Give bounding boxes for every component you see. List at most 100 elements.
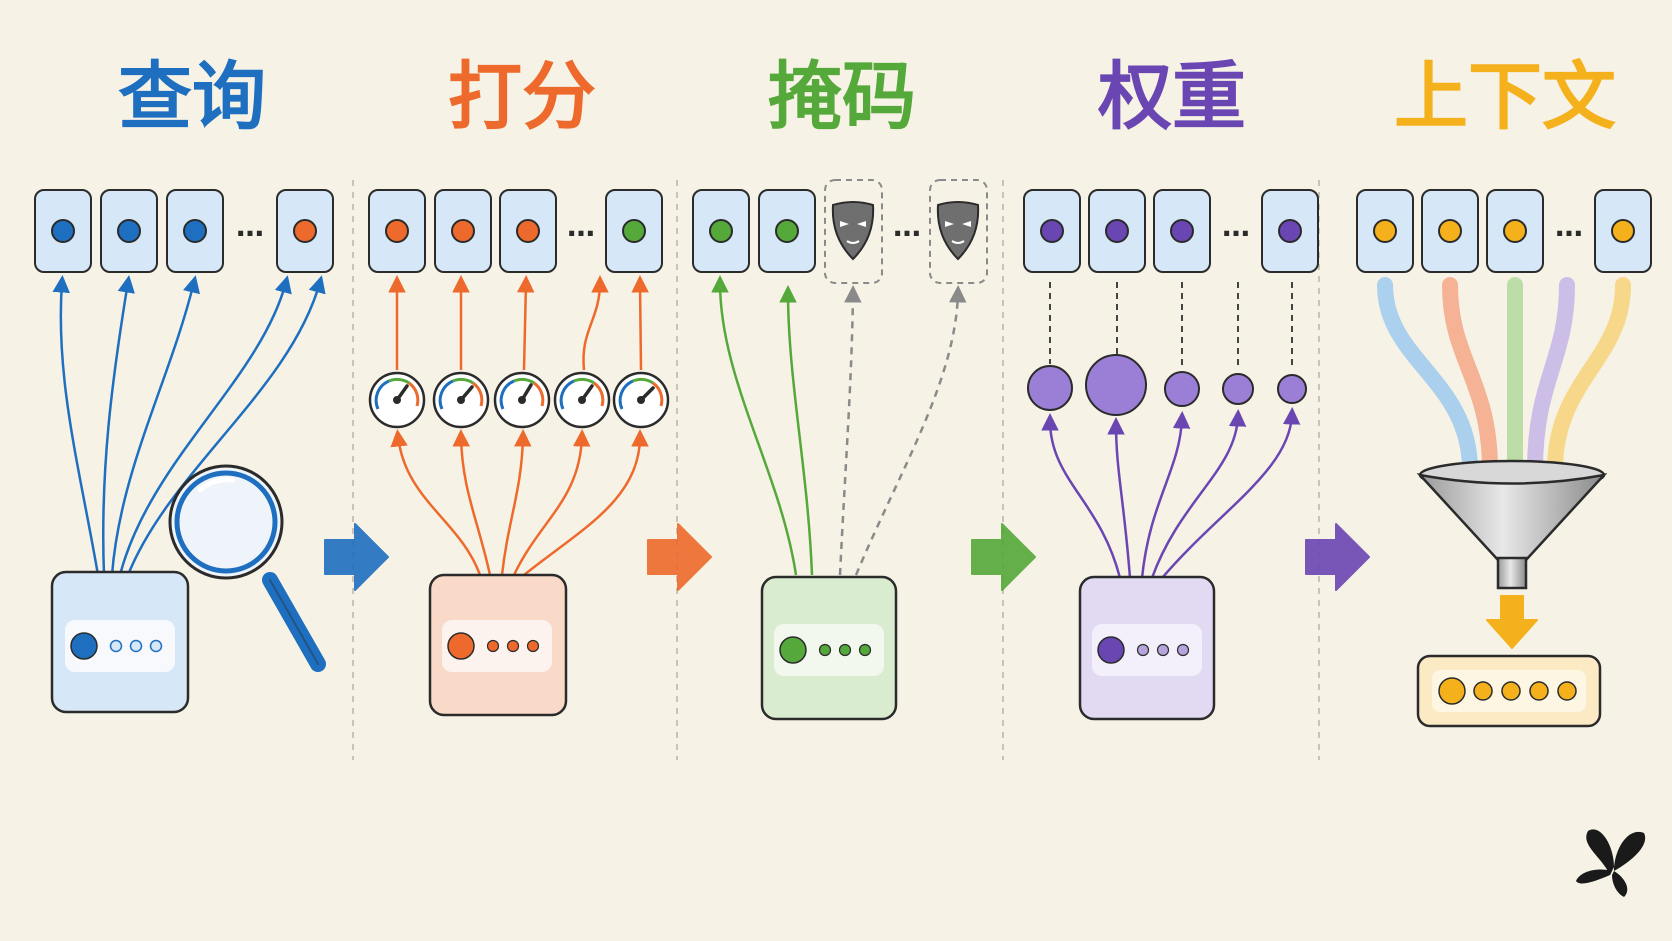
stage-title-context: 上下文 xyxy=(1394,54,1616,140)
token-dot xyxy=(1611,219,1635,243)
stage-arrow-3 xyxy=(971,523,1036,591)
stream-purple xyxy=(1527,277,1575,478)
stage-title-query: 查询 xyxy=(118,54,266,140)
stream-orange xyxy=(1442,277,1498,478)
context-dot xyxy=(1473,681,1493,701)
arrow xyxy=(52,275,100,576)
stage-query: … xyxy=(34,189,334,714)
context-streams xyxy=(1377,277,1631,478)
score-up-arrows xyxy=(388,275,649,371)
butterfly-logo-icon xyxy=(1576,829,1646,897)
stage-score: … xyxy=(368,189,670,717)
token-dot xyxy=(117,219,141,243)
token-dot xyxy=(622,219,646,243)
token-dot xyxy=(451,219,475,243)
gauge-icon xyxy=(493,371,551,429)
arrow xyxy=(118,275,292,576)
token-row xyxy=(368,189,663,273)
context-dot xyxy=(1438,677,1466,705)
token-row xyxy=(1356,189,1652,273)
ellipsis: … xyxy=(1555,210,1583,243)
token-dot xyxy=(1278,219,1302,243)
ellipsis: … xyxy=(567,210,595,243)
stage-arrow-1 xyxy=(324,523,389,591)
arrow xyxy=(523,429,649,576)
weight-circle xyxy=(1027,365,1073,411)
token-dot xyxy=(516,219,540,243)
pill-dot xyxy=(486,639,500,653)
gauge-icon xyxy=(612,371,670,429)
token-dot xyxy=(1170,219,1194,243)
query-arrows xyxy=(52,275,326,576)
context-dot xyxy=(1529,681,1549,701)
token-dot xyxy=(1438,219,1462,243)
arrow xyxy=(631,275,649,371)
pill-dot-main xyxy=(779,636,807,664)
stream-yellow xyxy=(1547,277,1631,478)
arrow xyxy=(1161,407,1301,579)
mask-green-arrows xyxy=(711,275,814,576)
stage-dividers xyxy=(352,180,1320,760)
token-dot xyxy=(775,219,799,243)
context-dot xyxy=(1501,681,1521,701)
arrow xyxy=(390,429,482,576)
arrow xyxy=(582,275,609,371)
pill-dot-main xyxy=(447,632,475,660)
token-dot xyxy=(1373,219,1397,243)
pill-dot xyxy=(1136,643,1150,657)
gauge-icon xyxy=(553,371,611,429)
stage-arrow-2 xyxy=(647,523,712,591)
pill-dot xyxy=(858,643,872,657)
mask-icon xyxy=(936,201,980,261)
pill-dot xyxy=(1176,643,1190,657)
score-fan-arrows xyxy=(390,429,649,576)
token-row xyxy=(692,189,816,273)
mask-grey-arrows xyxy=(838,285,967,576)
gauge-icon xyxy=(432,371,490,429)
arrow xyxy=(1140,411,1191,579)
stage-title-score: 打分 xyxy=(448,54,596,140)
pill-dot-main xyxy=(1097,636,1125,664)
token-dot xyxy=(183,219,207,243)
weight-circle xyxy=(1085,354,1147,416)
arrow xyxy=(711,275,798,576)
arrow xyxy=(500,429,532,576)
stage-weight: … xyxy=(1023,189,1319,721)
stream-blue xyxy=(1377,277,1478,478)
weight-connectors xyxy=(1049,282,1293,370)
arrow xyxy=(512,429,591,576)
arrow xyxy=(110,275,200,576)
arrow xyxy=(1150,409,1247,579)
token-row xyxy=(34,189,334,273)
token-dot xyxy=(709,219,733,243)
funnel-icon xyxy=(1416,459,1608,590)
token-dot xyxy=(385,219,409,243)
weight-circle xyxy=(1164,371,1200,407)
stage-context: … xyxy=(1356,189,1652,728)
pill-dot xyxy=(1156,643,1170,657)
stage-title-mask: 掩码 xyxy=(768,54,916,140)
stage-title-weight: 权重 xyxy=(1097,54,1246,140)
pill-dot xyxy=(818,643,832,657)
arrow xyxy=(126,275,326,576)
context-down-arrow xyxy=(1486,595,1538,649)
weight-circle xyxy=(1222,373,1254,405)
gauge-icon xyxy=(368,371,426,429)
arrow xyxy=(1107,417,1132,579)
token-dot xyxy=(1105,219,1129,243)
arrow xyxy=(101,275,135,576)
token-row xyxy=(1023,189,1319,273)
ellipsis: … xyxy=(893,210,921,243)
token-dot xyxy=(1503,219,1527,243)
weight-circles xyxy=(1027,354,1307,416)
token-dot xyxy=(1040,219,1064,243)
masked-slot xyxy=(824,179,883,284)
stage-arrow-4 xyxy=(1305,523,1370,591)
token-dot xyxy=(51,219,75,243)
pill-dot xyxy=(109,639,123,653)
gauge-row xyxy=(368,371,670,429)
pill-dot xyxy=(526,639,540,653)
masked-slot xyxy=(929,179,988,284)
weight-fan-arrows xyxy=(1041,407,1301,579)
